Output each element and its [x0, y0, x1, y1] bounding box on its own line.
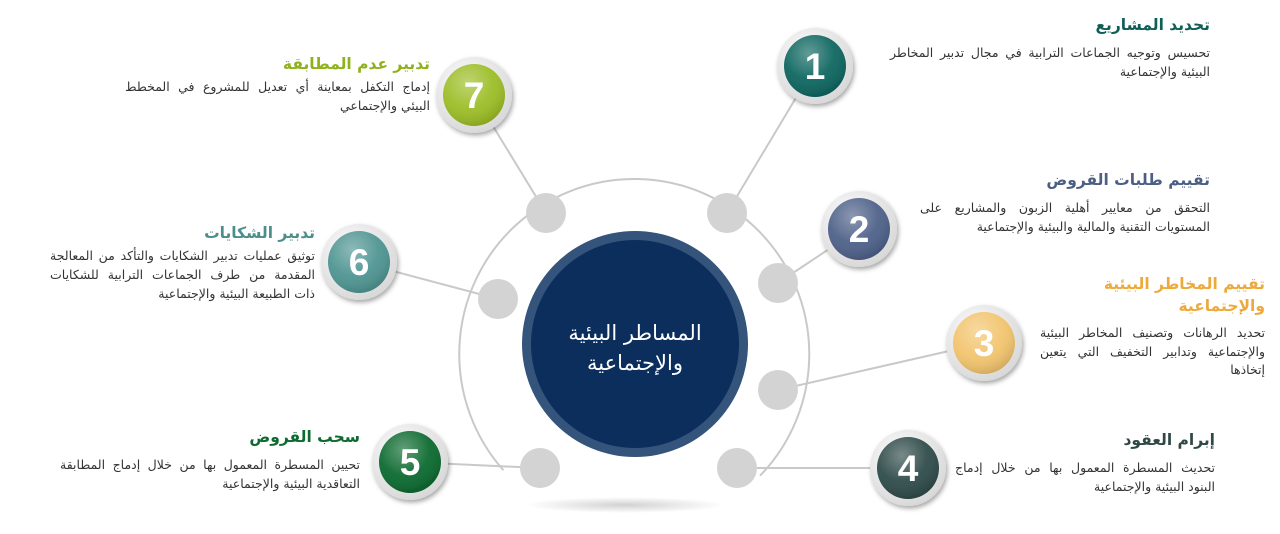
step-3-description: تحديد الرهانات وتصنيف المخاطر البيئية وا…	[1040, 324, 1265, 378]
step-2-number: 2	[849, 209, 870, 250]
step-3-title: تقييم المخاطر البيئية والإجتماعية	[1103, 275, 1265, 316]
step-7-badge: 7	[436, 57, 512, 133]
step-2-badge-gloss	[828, 198, 890, 260]
step-5-title: سحب القروض	[249, 428, 360, 446]
step-4-title: إبرام العقود	[1123, 431, 1215, 449]
arc-node-1	[707, 193, 747, 233]
step-7-description: إدماج التكفل بمعاينة أي تعديل للمشروع في…	[125, 79, 430, 114]
step-6-number: 6	[349, 242, 370, 283]
step-1-title: تحديد المشاريع	[1095, 16, 1210, 34]
step-2-description: التحقق من معايير أهلية الزبون والمشاريع …	[920, 200, 1210, 235]
arc-node-5	[520, 448, 560, 488]
arc-node-6	[478, 279, 518, 319]
step-5-badge: 5	[372, 424, 448, 500]
step-1-description: تحسيس وتوجيه الجماعات الترابية في مجال ت…	[890, 45, 1210, 80]
step-5-description: تحيين المسطرة المعمول بها من خلال إدماج …	[60, 457, 360, 492]
step-6-block: تدبير الشكايات توثيق عمليات تدبير الشكاي…	[50, 224, 315, 304]
step-3-badge: 3	[946, 305, 1022, 381]
step-4-block: إبرام العقود تحديث المسطرة المعمول بها م…	[955, 431, 1215, 497]
arc-node-3	[758, 370, 798, 410]
arc-nodes	[478, 193, 798, 488]
step-1-badge: 1	[777, 28, 853, 104]
step-3-number: 3	[974, 323, 995, 364]
step-3-block: تقييم المخاطر البيئية والإجتماعية تحديد …	[1030, 273, 1265, 380]
step-2-block: تقييم طلبات القروض التحقق من معايير أهلي…	[920, 171, 1210, 237]
step-4-badge: 4	[870, 430, 946, 506]
center-title: المساطر البيئية والإجتماعية	[568, 321, 702, 376]
step-5-badge-gloss	[379, 431, 441, 493]
step-6-badge: 6	[321, 224, 397, 300]
step-6-badge-gloss	[328, 231, 390, 293]
arc-node-2	[758, 263, 798, 303]
arc-node-7	[526, 193, 566, 233]
step-6-description: توثيق عمليات تدبير الشكايات والتأكد من ا…	[50, 248, 315, 301]
step-6-title: تدبير الشكايات	[204, 224, 315, 242]
step-5-number: 5	[400, 442, 421, 483]
step-4-number: 4	[898, 448, 919, 489]
step-5-block: سحب القروض تحيين المسطرة المعمول بها من …	[60, 428, 360, 494]
arc-node-4	[717, 448, 757, 488]
step-2-title: تقييم طلبات القروض	[1046, 171, 1210, 189]
step-4-description: تحديث المسطرة المعمول بها من خلال إدماج …	[955, 460, 1215, 495]
step-7-number: 7	[464, 75, 485, 116]
hub-floor-shadow	[525, 497, 725, 513]
step-1-number: 1	[805, 46, 826, 87]
step-badges: 1 2 3 4 5 6 7	[321, 28, 1022, 506]
step-4-badge-gloss	[877, 437, 939, 499]
step-7-title: تدبير عدم المطابقة	[282, 55, 430, 73]
step-1-block: تحديد المشاريع تحسيس وتوجيه الجماعات الت…	[870, 16, 1210, 82]
step-7-block: تدبير عدم المطابقة إدماج التكفل بمعاينة …	[125, 55, 430, 116]
step-2-badge: 2	[821, 191, 897, 267]
step-1-badge-gloss	[784, 35, 846, 97]
hub-arc	[458, 178, 811, 477]
step-3-badge-gloss	[953, 312, 1015, 374]
hub-inner-disc	[531, 240, 739, 448]
step-7-badge-gloss	[443, 64, 505, 126]
